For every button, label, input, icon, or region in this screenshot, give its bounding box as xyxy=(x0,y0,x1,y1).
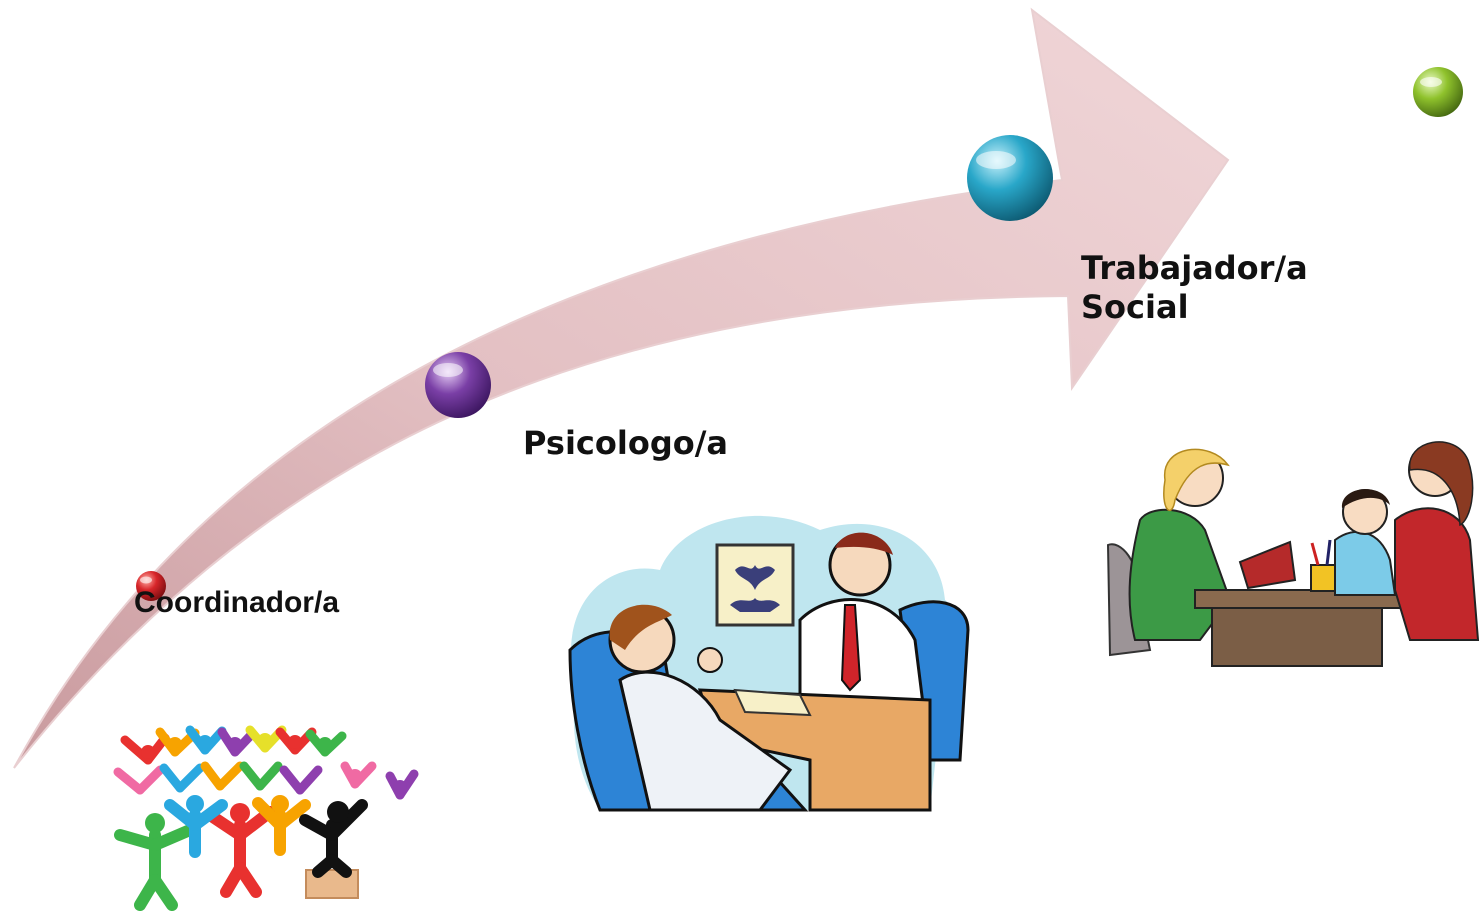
stage-bubble-coordinador xyxy=(136,571,166,601)
therapy-session-illustration xyxy=(568,515,970,812)
curved-arrow xyxy=(13,7,1230,769)
stage-label-coordinador: Coordinador/a xyxy=(134,586,340,619)
stage-label-trabajador-social: Trabajador/a Social xyxy=(1081,249,1308,327)
crowd-illustration xyxy=(113,725,419,911)
stage-bubble-trabajador xyxy=(967,135,1053,221)
stage-bubble-psicologo xyxy=(425,352,491,418)
stage-bubble-final xyxy=(1413,67,1463,117)
stage-label-psicologo: Psicologo/a xyxy=(523,424,728,462)
family-meeting-illustration xyxy=(1095,432,1482,667)
